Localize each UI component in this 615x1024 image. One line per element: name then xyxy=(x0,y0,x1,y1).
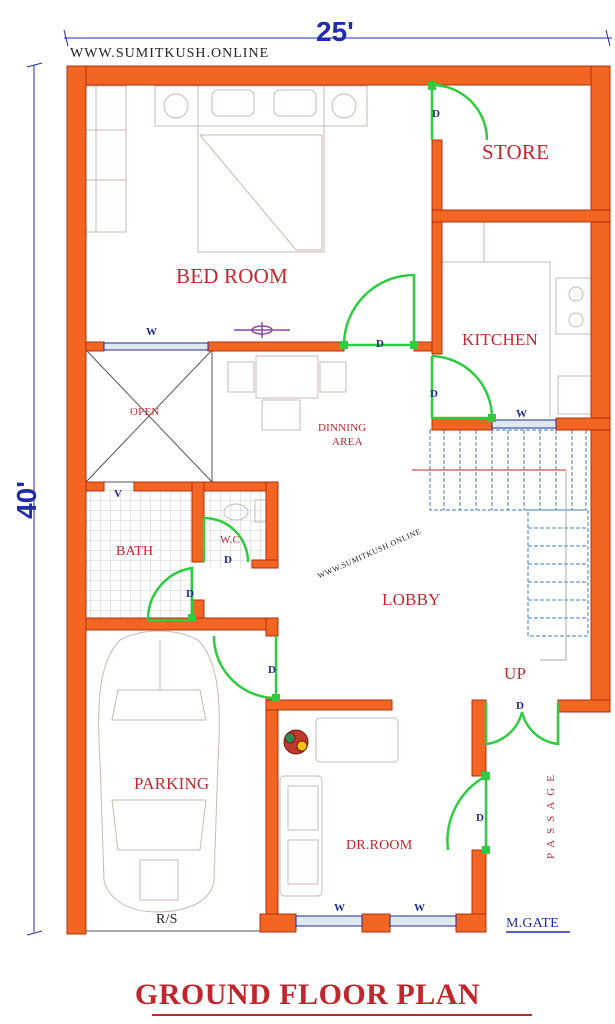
window-marker-dr-room-2: W xyxy=(414,902,425,914)
main-gate-label: M.GATE xyxy=(506,916,559,931)
door-blocks xyxy=(188,82,496,854)
walls xyxy=(66,65,611,935)
room-label-dinning: DINNING xyxy=(318,422,367,434)
plant xyxy=(283,729,309,755)
door-marker-store: D xyxy=(432,108,440,120)
furniture xyxy=(85,85,593,913)
width-dimension-label: 25' xyxy=(316,16,354,47)
room-label-passage: PASSAGE xyxy=(544,769,557,859)
door-marker-wc: D xyxy=(224,554,232,566)
doors xyxy=(146,83,560,851)
vent-marker-bath: V xyxy=(114,488,122,500)
dimension-lines xyxy=(26,29,612,936)
bath-floor-tiles xyxy=(86,490,192,620)
window-marker-bed-room: W xyxy=(146,326,157,338)
door-marker-kitchen: D xyxy=(430,388,438,400)
window-marker-kitchen: W xyxy=(516,408,527,420)
room-label-kitchen: KITCHEN xyxy=(462,330,538,349)
window-marker-dr-room-1: W xyxy=(334,902,345,914)
plan-title-underline xyxy=(152,1014,532,1016)
plan-title: GROUND FLOOR PLAN xyxy=(134,978,481,1011)
wc-floor-tiles xyxy=(204,490,270,568)
stair-up-label: UP xyxy=(504,664,527,683)
room-label-store: STORE xyxy=(482,140,550,164)
rs-label: R/S xyxy=(156,912,178,927)
staircase xyxy=(412,429,589,637)
windows xyxy=(103,342,557,927)
stair-arrow xyxy=(540,470,567,661)
room-label-lobby: LOBBY xyxy=(382,590,441,609)
room-label-bed-room: BED ROOM xyxy=(176,264,288,288)
door-marker-passage: D xyxy=(516,700,524,712)
room-label-wc: W.C xyxy=(220,534,241,546)
room-label-parking: PARKING xyxy=(134,774,210,793)
room-label-open: OPEN xyxy=(130,406,160,418)
room-label-bath: BATH xyxy=(116,544,154,559)
door-marker-lobby: D xyxy=(268,664,276,676)
door-marker-bath: D xyxy=(186,588,194,600)
door-marker-dr-room: D xyxy=(476,812,484,824)
room-label-dr-room: DR.ROOM xyxy=(346,838,413,853)
depth-dimension-label: 40' xyxy=(10,481,42,519)
door-marker-bed-room: D xyxy=(376,338,384,350)
ceiling-fan xyxy=(234,322,290,338)
room-label-area: AREA xyxy=(332,436,363,448)
site-watermark: WWW.SUMITKUSH.ONLINE xyxy=(70,46,270,61)
